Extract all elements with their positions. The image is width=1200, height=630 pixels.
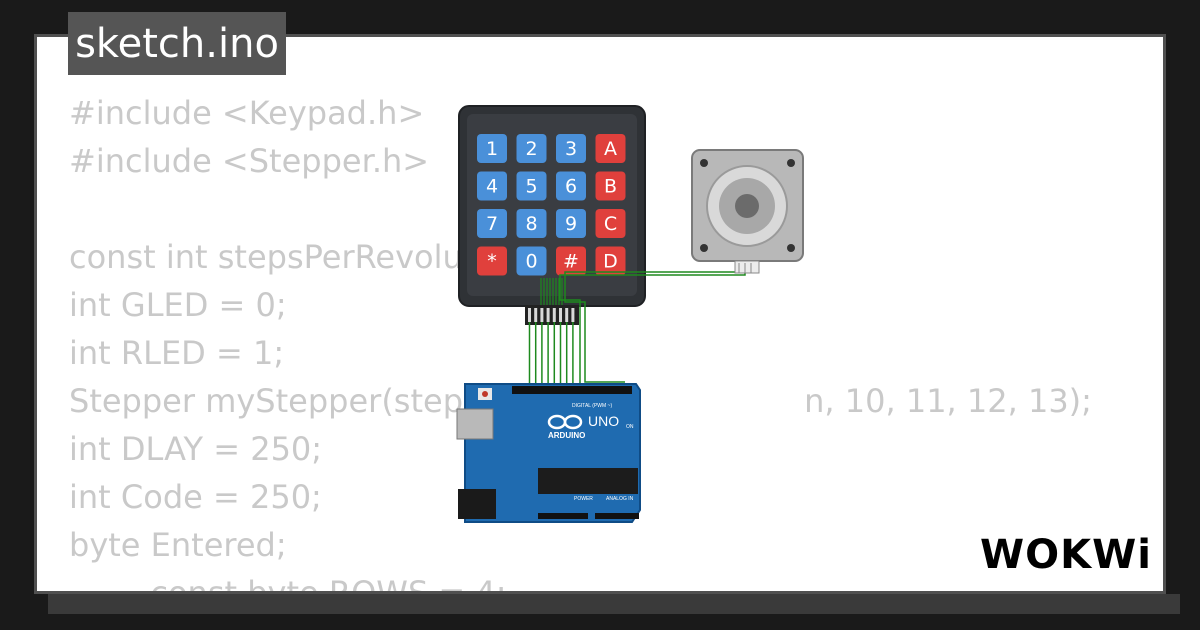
keypad-key-A[interactable]: A — [595, 134, 626, 163]
arduino-power-label: POWER — [574, 496, 593, 502]
keypad-key-4[interactable]: 4 — [477, 171, 507, 201]
keypad-key-1[interactable]: 1 — [477, 134, 507, 163]
code-preview: #include <Keypad.h> #include <Stepper.h>… — [69, 89, 1092, 594]
connector-pin — [552, 308, 556, 322]
arduino-model-label: UNO — [588, 413, 619, 429]
keypad-key-label: 6 — [565, 176, 577, 198]
keypad-key-3[interactable]: 3 — [556, 134, 586, 163]
arduino-uno[interactable]: UNO ARDUINO DIGITAL (PWM ~) ON POWER ANA… — [456, 383, 641, 523]
keypad-key-label: * — [487, 251, 497, 273]
keypad-key-6[interactable]: 6 — [556, 171, 586, 201]
keypad-key-#[interactable]: # — [556, 246, 586, 276]
file-tab[interactable]: sketch.ino — [68, 12, 286, 75]
keypad-key-label: 0 — [525, 251, 537, 273]
code-line: int DLAY = 250; — [69, 430, 323, 468]
keypad-key-7[interactable]: 7 — [477, 209, 507, 238]
wires — [528, 271, 752, 385]
code-line: #include <Stepper.h> — [69, 142, 430, 180]
code-line: const int stepsPerRevoluti — [69, 238, 485, 276]
keypad-key-C[interactable]: C — [595, 209, 626, 238]
keypad-key-*[interactable]: * — [477, 246, 507, 276]
keypad-key-label: C — [604, 213, 617, 235]
keypad-key-label: 9 — [565, 213, 577, 235]
keypad-key-D[interactable]: D — [595, 246, 626, 276]
wokwi-logo-text: WOKWi — [980, 532, 1152, 578]
connector-pin — [528, 308, 531, 322]
keypad-key-8[interactable]: 8 — [516, 209, 547, 238]
keypad-key-label: D — [603, 251, 618, 273]
keypad-key-5[interactable]: 5 — [516, 171, 547, 201]
keypad-key-label: A — [604, 138, 617, 160]
keypad-key-label: 7 — [486, 213, 498, 235]
card-shadow — [48, 594, 1180, 614]
keypad-key-label: 4 — [486, 176, 498, 198]
stepper-motor[interactable] — [691, 149, 804, 274]
keypad-key-9[interactable]: 9 — [556, 209, 586, 238]
keypad-key-label: 8 — [525, 213, 537, 235]
keypad-key-B[interactable]: B — [595, 171, 626, 201]
file-tab-label: sketch.ino — [75, 20, 279, 67]
connector-pin — [534, 308, 538, 322]
keypad-key-label: 1 — [486, 138, 498, 160]
code-line: #include <Keypad.h> — [69, 94, 425, 132]
arduino-header-label: DIGITAL (PWM ~) — [572, 403, 612, 409]
arduino-logo-icon — [547, 414, 583, 430]
keypad-key-label: 5 — [525, 176, 537, 198]
arduino-analog-label: ANALOG IN — [606, 496, 634, 502]
connector-pin — [571, 308, 575, 322]
keypad-key-0[interactable]: 0 — [516, 246, 547, 276]
connector-pin — [546, 308, 550, 322]
keypad[interactable]: 1 2 3 A 4 5 6 B 7 8 9 C * 0 # D — [458, 105, 646, 307]
connector-pin — [559, 308, 562, 322]
wokwi-logo: WOKWi — [980, 532, 1152, 578]
code-line: int GLED = 0; — [69, 286, 287, 324]
code-line: const byte ROWS = 4; — [69, 574, 507, 594]
keypad-key-label: 2 — [525, 138, 537, 160]
keypad-key-label: 3 — [565, 138, 577, 160]
arduino-brand-label: ARDUINO — [548, 431, 585, 440]
code-line: int RLED = 1; — [69, 334, 285, 372]
keypad-key-label: B — [604, 176, 617, 198]
code-line: byte Entered; — [69, 526, 287, 564]
keypad-connector — [525, 305, 579, 325]
code-line: int Code = 250; — [69, 478, 322, 516]
code-line: Stepper myStepper(stepsP n, 10, 11, 12, … — [69, 382, 1092, 420]
connector-pin — [540, 308, 544, 322]
arduino-on-label: ON — [626, 424, 634, 430]
connector-pin — [565, 308, 569, 322]
keypad-key-label: # — [563, 251, 579, 273]
keypad-key-2[interactable]: 2 — [516, 134, 547, 163]
